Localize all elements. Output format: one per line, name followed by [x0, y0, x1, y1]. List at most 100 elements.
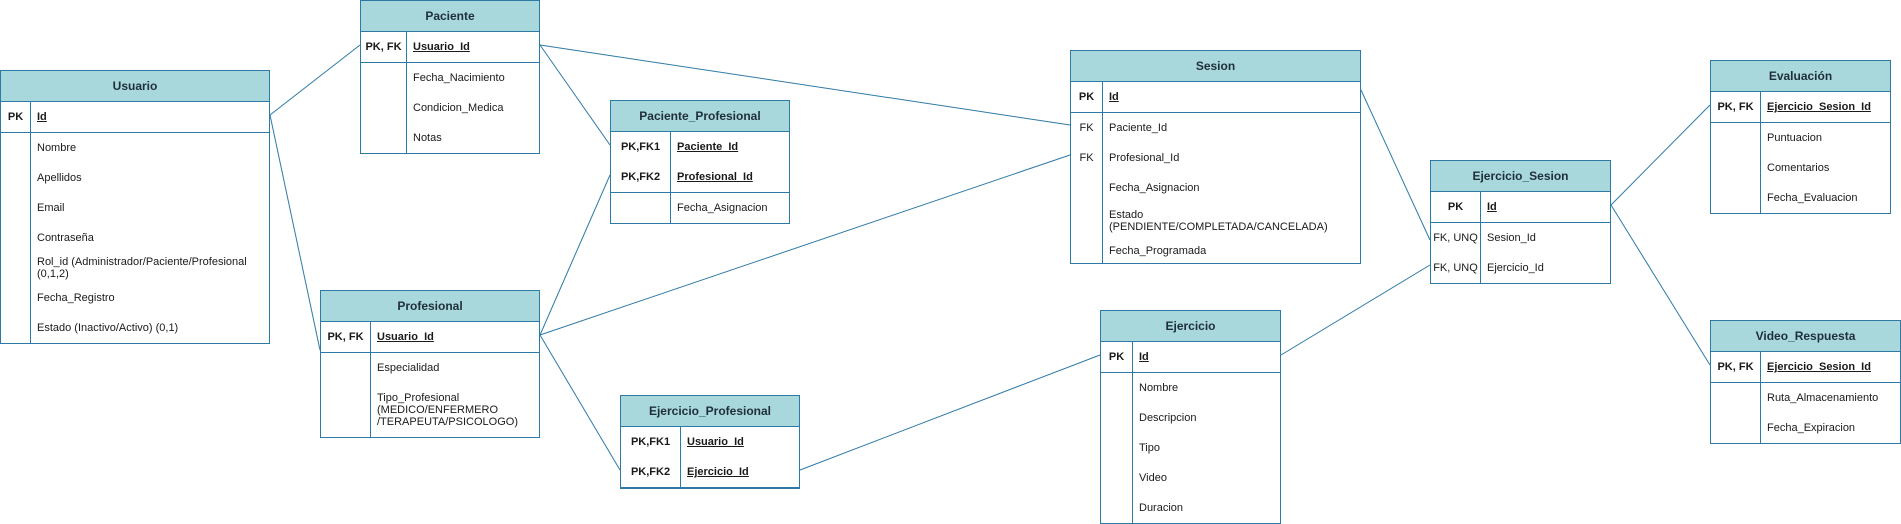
field-cell: Tipo_Profesional (MEDICO/ENFERMERO /TERA…: [371, 383, 539, 437]
field-name: Paciente_Id: [1109, 122, 1168, 134]
relationship-line-ejercicio-ejercicio_sesion: [1280, 264, 1431, 356]
field-name: Ejercicio_Sesion_Id: [1767, 101, 1871, 113]
attribute-row: Fecha_Asignacion: [1071, 173, 1360, 203]
attribute-row: Fecha_Nacimiento: [361, 63, 539, 93]
field-name: Condicion_Medica: [413, 102, 504, 114]
field-cell: Apellidos: [31, 163, 269, 193]
field-cell: Estado (PENDIENTE/COMPLETADA/CANCELADA): [1103, 203, 1360, 239]
key-cell: [1711, 383, 1761, 413]
field-cell: Fecha_Programada: [1103, 239, 1360, 263]
attribute-row: Fecha_Asignacion: [611, 193, 789, 223]
field-name: Nombre: [37, 142, 77, 154]
key-cell: PK,FK2: [611, 162, 671, 192]
field-cell: Usuario_Id: [407, 32, 539, 62]
attribute-row: Estado (PENDIENTE/COMPLETADA/CANCELADA): [1071, 203, 1360, 239]
field-name: Fecha_Nacimiento: [413, 72, 505, 84]
field-cell: Fecha_Asignacion: [671, 193, 789, 223]
field-name: Duracion: [1139, 502, 1184, 514]
attribute-row: Condicion_Medica: [361, 93, 539, 123]
field-name: Id: [37, 111, 47, 123]
field-cell: Ejercicio_Sesion_Id: [1761, 352, 1900, 382]
field-name: Contraseña: [37, 232, 94, 244]
key-cell: [1, 133, 31, 163]
field-name: Profesional_Id: [1109, 152, 1180, 164]
field-cell: Paciente_Id: [671, 132, 789, 162]
key-cell: [1071, 173, 1103, 203]
field-cell: Contraseña: [31, 223, 269, 253]
key-cell: [1711, 183, 1761, 213]
attribute-section: Fecha_Asignacion: [611, 193, 789, 223]
field-name: Fecha_Evaluacion: [1767, 192, 1858, 204]
key-cell: [1101, 433, 1133, 463]
attribute-row: Puntuacion: [1711, 123, 1890, 153]
field-name: Ejercicio_Id: [687, 466, 749, 478]
field-name: Profesional_Id: [677, 171, 753, 183]
key-cell: [361, 63, 407, 93]
relationship-line-ejercicio_sesion-video_respuesta: [1610, 204, 1711, 366]
field-name: Id: [1109, 91, 1119, 103]
field-name: Fecha_Expiracion: [1767, 422, 1856, 434]
field-cell: Email: [31, 193, 269, 223]
field-cell: Id: [1133, 342, 1280, 372]
field-name: Nombre: [1139, 382, 1179, 394]
attribute-row: Nombre: [1, 133, 269, 163]
field-name: Usuario_Id: [377, 331, 434, 343]
entity-title: Paciente: [361, 1, 539, 32]
attribute-row: Estado (Inactivo/Activo) (0,1): [1, 313, 269, 343]
key-cell: PK: [1, 102, 31, 132]
key-cell: [1071, 203, 1103, 239]
key-cell: [1, 313, 31, 343]
field-cell: Puntuacion: [1761, 123, 1890, 153]
field-name: Usuario_Id: [687, 436, 744, 448]
field-name: Estado (Inactivo/Activo) (0,1): [37, 322, 179, 334]
entity-title: Ejercicio_Sesion: [1431, 161, 1610, 192]
field-cell: Estado (Inactivo/Activo) (0,1): [31, 313, 269, 343]
field-name: Id: [1487, 201, 1497, 213]
field-name: Sesion_Id: [1487, 232, 1536, 244]
key-cell: [611, 193, 671, 223]
field-name: Tipo: [1139, 442, 1160, 454]
field-cell: Usuario_Id: [681, 427, 799, 457]
field-name: Paciente_Id: [677, 141, 739, 153]
key-cell: [361, 93, 407, 123]
key-cell: PK,FK1: [621, 427, 681, 457]
relationship-line-paciente-paciente_profesional: [539, 44, 611, 146]
field-name: Descripcion: [1139, 412, 1197, 424]
field-cell: Fecha_Evaluacion: [1761, 183, 1890, 213]
key-section: PK Id: [1, 102, 269, 133]
attribute-row: Fecha_Registro: [1, 283, 269, 313]
key-cell: [1101, 463, 1133, 493]
key-cell: [1711, 123, 1761, 153]
key-cell: PK: [1101, 342, 1133, 372]
field-cell: Nombre: [31, 133, 269, 163]
field-cell: Sesion_Id: [1481, 223, 1610, 253]
attribute-row: Apellidos: [1, 163, 269, 193]
entity-title: Ejercicio: [1101, 311, 1280, 342]
field-cell: Fecha_Nacimiento: [407, 63, 539, 93]
relationship-line-ejercicio_profesional-ejercicio: [799, 354, 1101, 471]
field-name: Notas: [413, 132, 442, 144]
